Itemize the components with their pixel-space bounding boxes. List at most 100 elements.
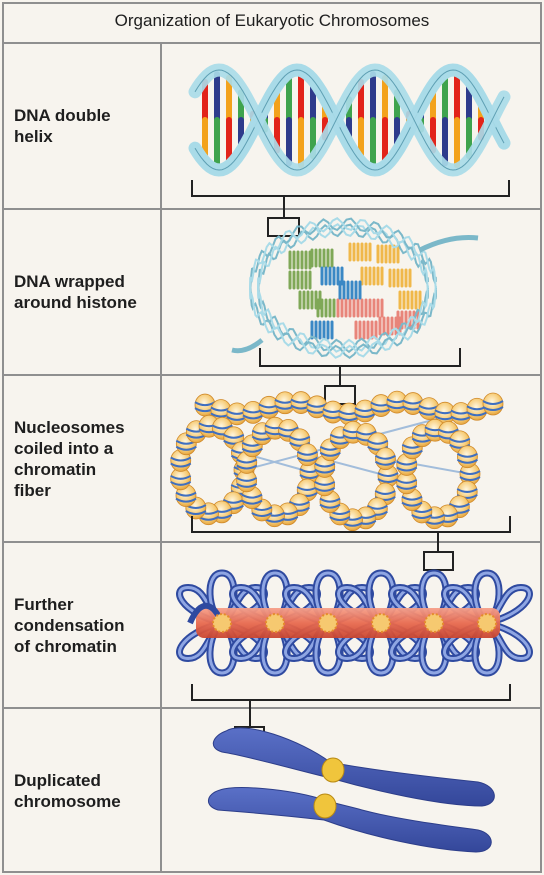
dna-strand-outline	[194, 69, 505, 171]
row-divider	[2, 374, 542, 376]
label-nucleosomes-coiled: Nucleosomes coiled into a chromatin fibe…	[14, 417, 154, 501]
dna-wrap	[241, 493, 263, 505]
nucleosome	[296, 443, 318, 467]
nucleosome	[314, 473, 336, 497]
protein-scaffold	[196, 608, 500, 638]
row-divider	[2, 208, 542, 210]
label-line: chromosome	[14, 792, 121, 811]
border-left	[2, 2, 4, 873]
wrapped-dna-strand	[248, 216, 437, 359]
dna-wrap	[319, 497, 341, 509]
dna-strand-outline	[194, 69, 505, 171]
histone-subunit	[288, 270, 312, 290]
label-further-condensation: Further condensation of chromatin	[14, 594, 154, 657]
label-line: fiber	[14, 481, 51, 500]
nucleosome	[456, 445, 478, 469]
label-line: DNA wrapped	[14, 272, 125, 291]
histone-subunit	[288, 250, 312, 270]
row-divider	[2, 541, 542, 543]
attachment-point	[265, 613, 285, 633]
bracket-fiber	[191, 516, 511, 533]
dna-wrap	[314, 462, 336, 474]
histone-subunit	[360, 266, 384, 286]
histone-subunit	[310, 320, 334, 340]
label-line: DNA double	[14, 106, 111, 125]
zoom-box	[267, 217, 300, 237]
label-line: Duplicated	[14, 771, 101, 790]
dna-double-helix	[188, 63, 511, 177]
nucleosome	[396, 471, 418, 495]
label-dna-double-helix: DNA double helix	[14, 105, 154, 147]
border-top	[2, 2, 542, 4]
dna-wrap	[377, 472, 399, 483]
nucleosome	[482, 392, 504, 416]
histone-subunit	[378, 316, 402, 336]
chromatin-loop-highlight	[486, 585, 531, 625]
nucleosome	[374, 447, 396, 471]
dna-wrap	[236, 458, 258, 470]
histone-subunit	[388, 268, 412, 288]
bracket-condensation	[191, 684, 511, 701]
row-divider	[2, 707, 542, 709]
dna-wrapped-histone	[231, 216, 479, 360]
dna-wrap	[456, 452, 478, 464]
figure-title: Organization of Eukaryotic Chromosomes	[114, 11, 430, 30]
dna-wrap	[396, 478, 418, 490]
attachment-point	[318, 613, 338, 633]
label-line: chromatin	[14, 460, 97, 479]
dna-wrap	[296, 450, 318, 462]
dna-wrap	[170, 474, 192, 486]
histone-subunit	[398, 290, 422, 310]
attachment-point	[371, 613, 391, 633]
chromatin-loop-highlight	[486, 621, 531, 661]
label-line: condensation	[14, 616, 125, 635]
wrapped-dna-coil	[231, 216, 479, 360]
dna-wrap	[374, 454, 396, 466]
nucleosome	[377, 464, 399, 488]
histone-octamer	[288, 242, 422, 340]
linker-dna	[231, 338, 264, 354]
column-divider	[160, 42, 162, 873]
label-line: around histone	[14, 293, 137, 312]
dna-wrap	[459, 470, 481, 481]
dna-wrap	[170, 456, 192, 468]
duplicated-chromosome	[208, 727, 495, 853]
dna-wrap	[401, 495, 423, 507]
centromere	[313, 793, 337, 819]
nucleosome	[170, 467, 192, 491]
bracket-dna-helix	[191, 180, 510, 197]
label-line: coiled into a	[14, 439, 114, 458]
histone-subunit	[336, 298, 360, 318]
title-divider	[2, 42, 542, 44]
condensed-chromatin	[176, 569, 533, 677]
histone-subunit	[320, 266, 344, 286]
histone-subunit	[338, 280, 362, 300]
label-line: Nucleosomes	[14, 418, 125, 437]
attachment-point	[212, 613, 232, 633]
histone-subunit	[376, 244, 400, 264]
border-right	[540, 2, 542, 873]
histone-subunit	[298, 290, 322, 310]
dna-wrap	[396, 460, 418, 472]
dna-wrap	[175, 491, 197, 503]
attachment-point	[477, 613, 497, 633]
dna-wrap	[236, 476, 258, 488]
dna-wrap	[314, 480, 336, 492]
linker-dna	[418, 235, 479, 253]
nucleosome	[236, 469, 258, 493]
bracket-histone	[259, 348, 461, 367]
label-duplicated-chromosome: Duplicated chromosome	[14, 770, 154, 812]
chromatin-fiber	[170, 390, 504, 532]
label-line: helix	[14, 127, 53, 146]
histone-subunit	[354, 320, 378, 340]
histone-subunit	[316, 298, 340, 318]
histone-subunit	[360, 298, 384, 318]
scaffold-attachment-points	[212, 613, 497, 633]
label-line: Further	[14, 595, 74, 614]
zoom-box	[423, 551, 454, 571]
centromere	[321, 757, 345, 783]
attachment-point	[424, 613, 444, 633]
dna-wrap	[482, 400, 504, 412]
label-line: of chromatin	[14, 637, 117, 656]
